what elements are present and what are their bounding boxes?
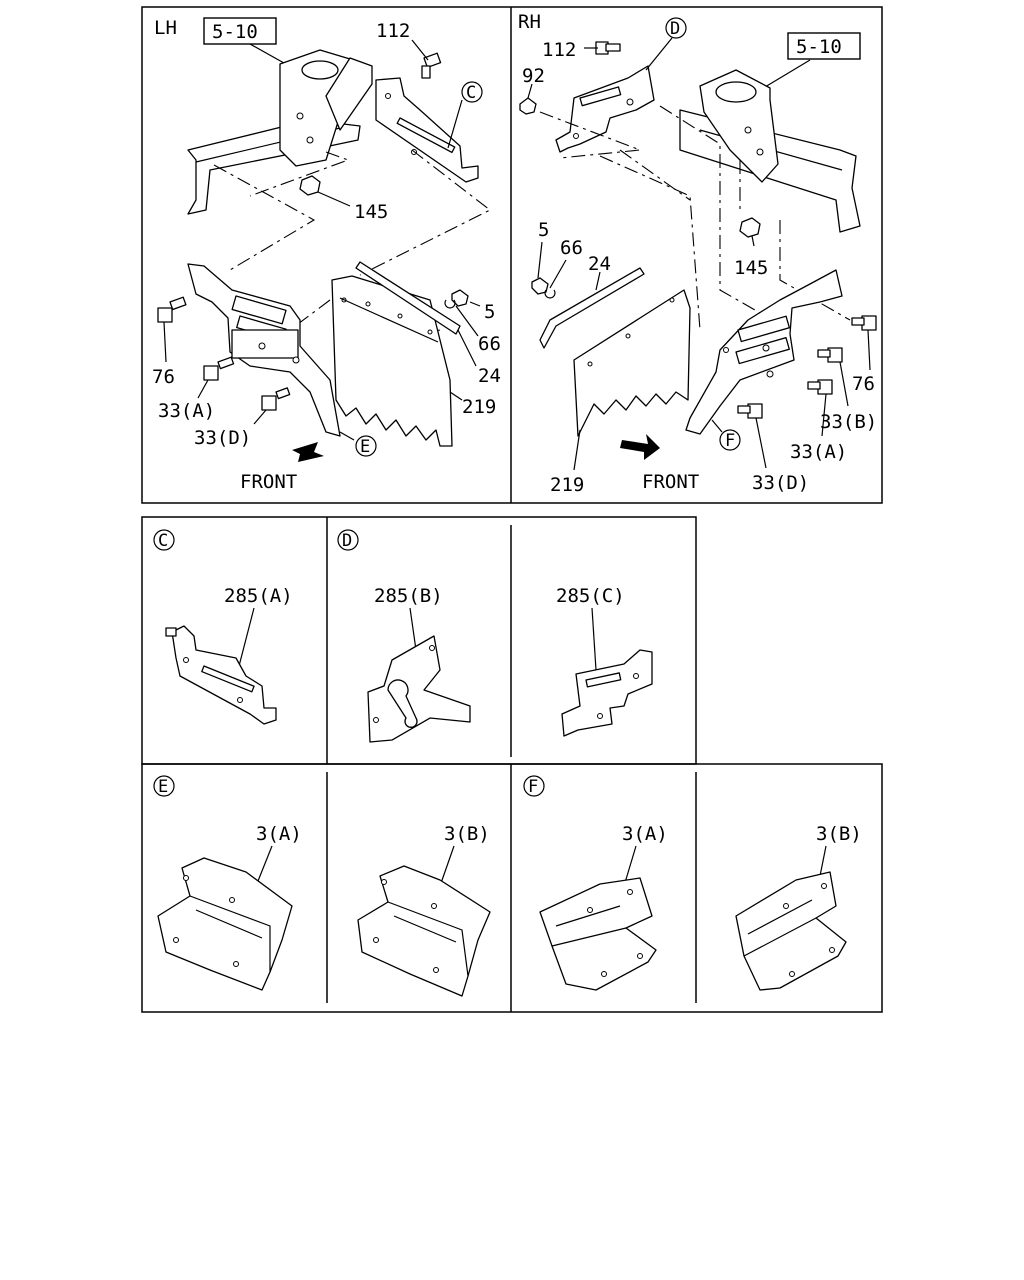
rh-bolt-33d bbox=[737, 403, 763, 419]
lh-side-label: LH bbox=[154, 17, 177, 39]
detail-e-3b: 3(B) bbox=[357, 823, 491, 997]
rh-label-66: 66 bbox=[560, 237, 583, 259]
lh-label-145: 145 bbox=[354, 201, 388, 223]
rh-label-24: 24 bbox=[588, 253, 611, 275]
rh-front-label: FRONT bbox=[642, 471, 699, 493]
lh-bolt-76 bbox=[157, 296, 187, 323]
frame-top bbox=[141, 6, 883, 504]
rh-label-112: 112 bbox=[542, 39, 576, 61]
lh-nut-5 bbox=[451, 289, 469, 307]
rh-circle-f: F bbox=[719, 429, 741, 451]
rh-ref-box: 5-10 bbox=[787, 32, 861, 60]
frame-row2 bbox=[141, 763, 883, 1013]
rh-mudflap bbox=[539, 267, 691, 437]
lh-label-112: 112 bbox=[376, 20, 410, 42]
lh-bolt-33d bbox=[261, 387, 291, 411]
lh-label-33a: 33(A) bbox=[158, 400, 215, 422]
lh-label-24: 24 bbox=[478, 365, 501, 387]
lh-main-bracket bbox=[187, 263, 341, 437]
lh-bracket-tower bbox=[279, 49, 373, 167]
lh-panel: LH 5-10 bbox=[152, 17, 501, 493]
rh-circle-d: D bbox=[665, 17, 687, 39]
lh-label-76: 76 bbox=[152, 366, 175, 388]
lh-bolt-112 bbox=[421, 52, 442, 79]
lh-front-label: FRONT bbox=[240, 471, 297, 493]
rh-side-label: RH bbox=[518, 11, 541, 33]
rh-bracket-d bbox=[555, 65, 655, 153]
lh-nut-145 bbox=[299, 175, 321, 196]
detail-e-circle: E bbox=[158, 777, 168, 797]
lh-circle-c: C bbox=[461, 81, 483, 103]
lh-label-33d: 33(D) bbox=[194, 427, 251, 449]
lh-label-5: 5 bbox=[484, 301, 495, 323]
rh-label-145: 145 bbox=[734, 257, 768, 279]
detail-c-circle: C bbox=[158, 531, 168, 551]
lh-bolt-33a bbox=[203, 356, 235, 381]
detail-e-3a: E 3(A) bbox=[153, 775, 302, 991]
detail-c-part: 285(A) bbox=[224, 585, 293, 607]
rh-label-219: 219 bbox=[550, 474, 584, 496]
detail-d: D 285(B) bbox=[337, 529, 471, 743]
rh-label-33a: 33(A) bbox=[790, 441, 847, 463]
rh-label-33d: 33(D) bbox=[752, 472, 809, 494]
detail-d-circle: D bbox=[342, 531, 352, 551]
detail-f-3a: F 3(A) bbox=[523, 775, 668, 991]
lh-ref-label: 5-10 bbox=[212, 21, 258, 43]
svg-text:D: D bbox=[670, 19, 680, 39]
detail-e2-part: 3(B) bbox=[444, 823, 490, 845]
lh-washer-66 bbox=[444, 299, 456, 309]
detail-285c: 285(C) bbox=[556, 585, 653, 737]
lh-circle-e: E bbox=[355, 435, 377, 457]
frame-row1 bbox=[141, 516, 697, 765]
lh-mudflap bbox=[331, 261, 461, 447]
svg-text:F: F bbox=[725, 431, 735, 451]
rh-label-76: 76 bbox=[852, 373, 875, 395]
detail-f-3b: 3(B) bbox=[735, 823, 862, 991]
detail-d-part: 285(B) bbox=[374, 585, 443, 607]
detail-c: C 285(A) bbox=[153, 529, 293, 725]
rh-ref-label: 5-10 bbox=[796, 36, 842, 58]
detail-e-part: 3(A) bbox=[256, 823, 302, 845]
detail-f2-part: 3(B) bbox=[816, 823, 862, 845]
rh-bolt-112 bbox=[595, 41, 621, 55]
rh-washer-66 bbox=[544, 289, 556, 299]
rh-bracket-tower bbox=[699, 69, 779, 183]
rh-panel: RH 5-10 bbox=[518, 11, 877, 496]
rh-bolt-76 bbox=[851, 315, 877, 331]
detail-f-circle: F bbox=[528, 777, 538, 797]
rh-front-arrow bbox=[620, 434, 660, 460]
lh-ref-box: 5-10 bbox=[203, 17, 277, 45]
lh-front-arrow bbox=[292, 442, 324, 462]
rh-label-5: 5 bbox=[538, 219, 549, 241]
lh-label-66: 66 bbox=[478, 333, 501, 355]
rh-nut-92 bbox=[519, 97, 537, 115]
rh-main-bracket bbox=[685, 269, 843, 435]
detail-285c-part: 285(C) bbox=[556, 585, 625, 607]
rh-label-92: 92 bbox=[522, 65, 545, 87]
rh-nut-145 bbox=[739, 217, 761, 238]
svg-text:E: E bbox=[360, 437, 370, 457]
rh-bolt-33a bbox=[807, 379, 833, 395]
svg-text:C: C bbox=[466, 83, 476, 103]
rh-nut-5 bbox=[531, 277, 549, 295]
detail-f-part: 3(A) bbox=[622, 823, 668, 845]
rh-label-33b: 33(B) bbox=[820, 411, 877, 433]
rh-bolt-33b bbox=[817, 347, 843, 363]
lh-label-219: 219 bbox=[462, 396, 496, 418]
